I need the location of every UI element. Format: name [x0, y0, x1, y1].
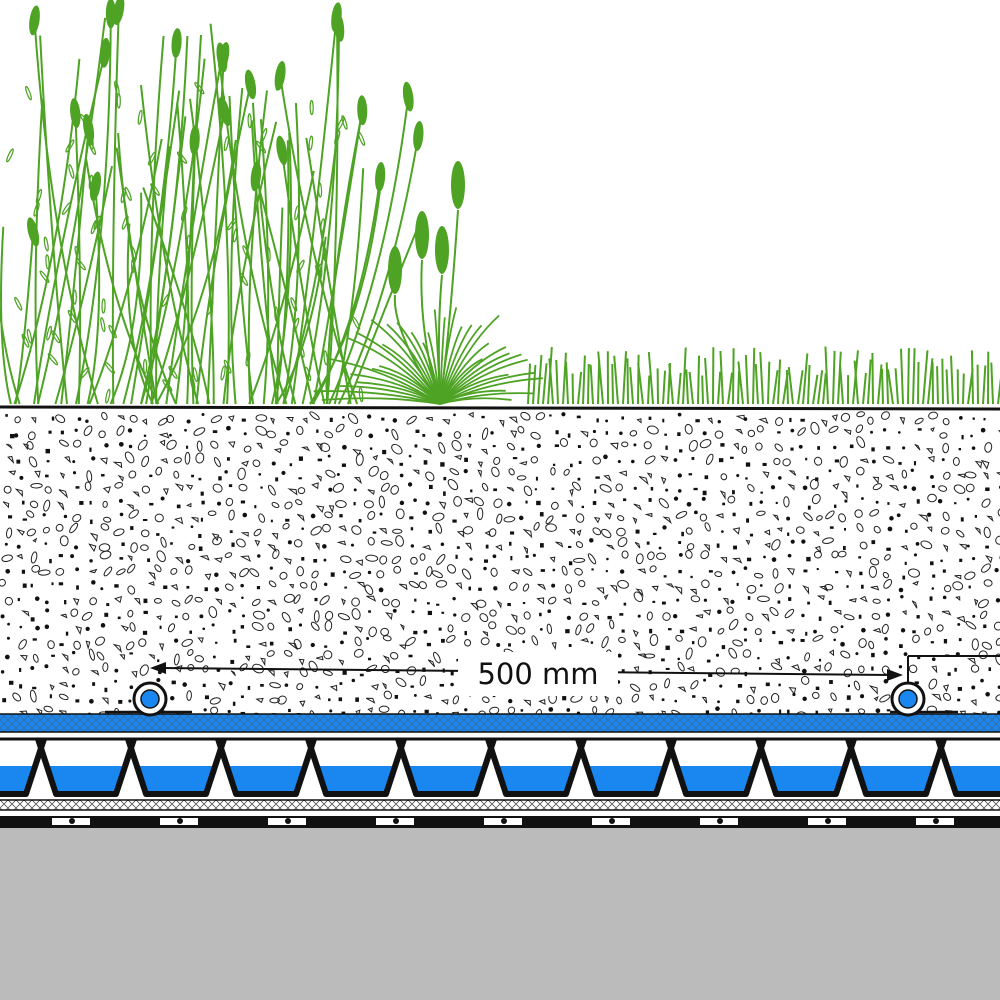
drainage-retention-board	[0, 737, 1000, 797]
vegetation-layer	[0, 0, 1000, 405]
dimension-label: 500 mm	[458, 652, 618, 696]
waterproofing-membrane	[0, 816, 1000, 828]
substrate-top-edge	[0, 405, 1000, 411]
pipe-cross-section-icon	[132, 681, 168, 717]
irrigation-pipe-left	[105, 681, 192, 717]
substrate-gravel-texture	[0, 411, 1000, 716]
irrigation-pipe-right	[890, 681, 958, 717]
filter-fleece	[0, 713, 1000, 733]
pipe-cross-section-icon	[890, 681, 926, 717]
protection-mat	[0, 799, 1000, 811]
concrete-roof-deck	[0, 828, 1000, 1000]
